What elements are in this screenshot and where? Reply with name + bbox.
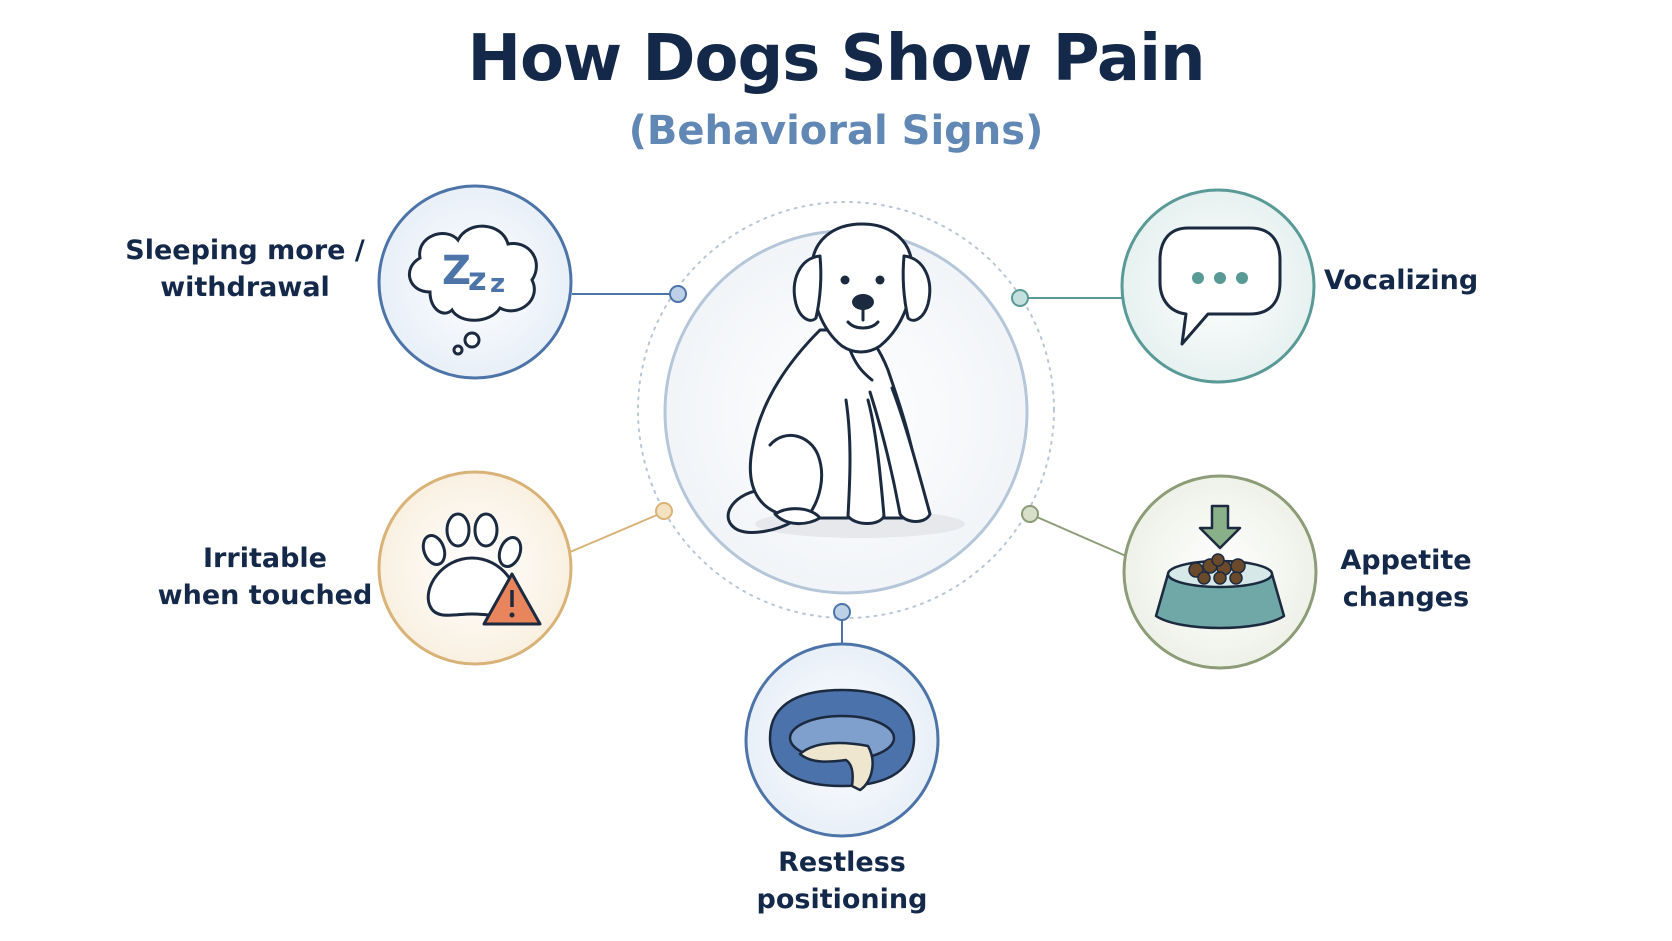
dog-bed-icon xyxy=(768,688,916,792)
dot-appetite xyxy=(1021,505,1039,523)
sign-node-sleeping: Z z z xyxy=(377,184,573,380)
svg-text:z: z xyxy=(490,269,505,299)
connector-appetite xyxy=(1029,513,1127,557)
sitting-dog-illustration xyxy=(726,222,965,538)
dot-irritable xyxy=(655,502,673,520)
sign-node-irritable xyxy=(377,470,573,666)
zzz-thought-cloud-icon: Z z z xyxy=(408,224,538,356)
food-bowl-icon xyxy=(1154,553,1286,630)
sign-label-restless: Restless positioning xyxy=(756,847,928,915)
dot-sleeping xyxy=(669,285,687,303)
down-arrow-icon xyxy=(1198,504,1242,550)
sign-node-restless xyxy=(744,642,940,838)
svg-text:z: z xyxy=(468,260,487,298)
speech-bubble-icon xyxy=(1158,226,1282,346)
dot-restless xyxy=(833,603,851,621)
connector-dots xyxy=(655,285,1039,621)
sign-label-appetite: Appetite changes xyxy=(1340,545,1472,613)
diagram-title: How Dogs Show Pain xyxy=(467,22,1205,96)
sign-label-sleeping: Sleeping more / withdrawal xyxy=(125,235,365,303)
svg-text:Z: Z xyxy=(442,248,471,294)
sign-node-appetite xyxy=(1122,474,1318,670)
connector-irritable xyxy=(569,511,665,553)
diagram-subtitle: (Behavioral Signs) xyxy=(628,108,1044,154)
paw-warning-icon xyxy=(421,512,542,626)
sign-label-irritable: Irritable when touched xyxy=(157,543,373,611)
dot-vocalizing xyxy=(1011,289,1029,307)
sign-node-vocalizing xyxy=(1120,188,1316,384)
sign-label-vocalizing: Vocalizing xyxy=(1324,265,1479,296)
